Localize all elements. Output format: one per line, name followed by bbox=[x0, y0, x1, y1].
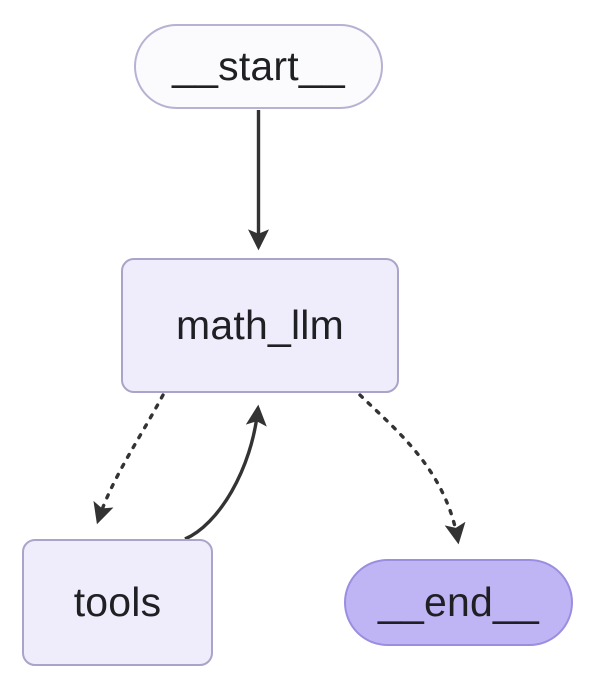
node-end-label: __end__ bbox=[377, 579, 540, 625]
node-tools-label: tools bbox=[73, 579, 162, 625]
node-start-label: __start__ bbox=[172, 43, 345, 89]
node-tools[interactable]: tools bbox=[22, 539, 213, 666]
node-math-llm[interactable]: math_llm bbox=[121, 258, 399, 393]
node-start[interactable]: __start__ bbox=[134, 24, 383, 109]
node-math-llm-label: math_llm bbox=[176, 302, 344, 348]
edge-tools-to-math-llm bbox=[184, 404, 267, 541]
edge-math-llm-to-tools bbox=[93, 393, 165, 525]
node-end[interactable]: __end__ bbox=[344, 559, 573, 646]
edge-math-llm-to-end bbox=[358, 393, 466, 545]
